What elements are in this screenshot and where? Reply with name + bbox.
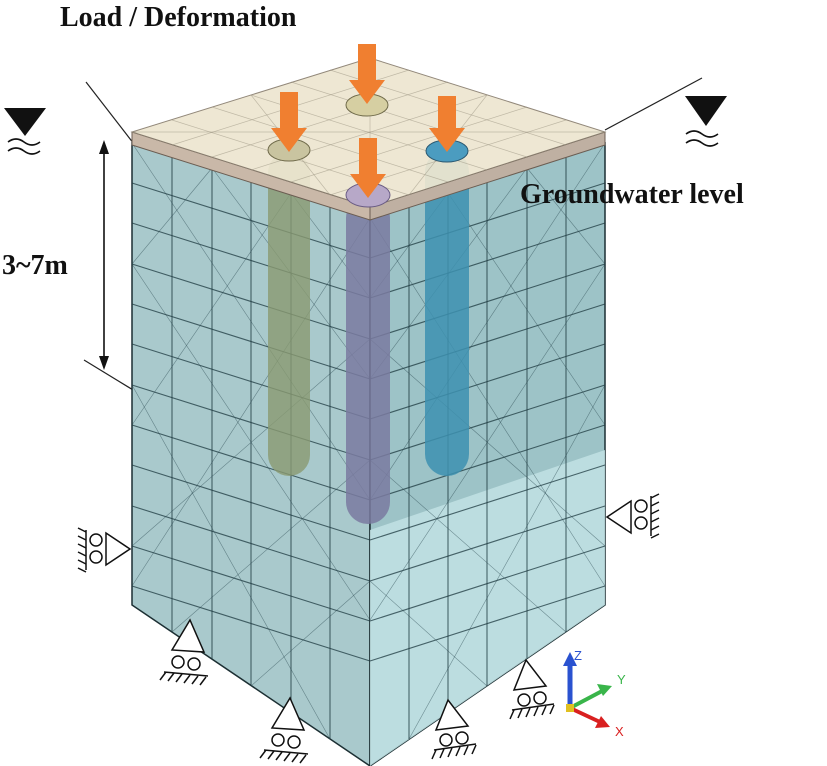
axis-z-label: Z: [574, 648, 582, 663]
load-arrow-icon: [350, 138, 386, 198]
roller-support-icon: [605, 493, 660, 539]
load-arrows: [271, 44, 465, 198]
roller-support-icon: [77, 527, 132, 573]
side-face-diagonals: [369, 142, 606, 740]
piles: [268, 150, 469, 524]
roller-support-icon: [259, 696, 309, 764]
load-arrow-icon: [349, 44, 385, 104]
load-arrow-icon: [429, 96, 465, 152]
load-deformation-label: Load / Deformation: [60, 2, 297, 33]
roller-support-icon: [159, 618, 209, 686]
pile-green: [268, 152, 310, 476]
roller-support-icon: [509, 658, 555, 720]
water-level-triangle-icon: [685, 96, 727, 147]
depth-dimension-arrow: [99, 140, 109, 370]
depth-range-label: 3~7m: [2, 250, 68, 281]
axis-triad-icon: Z Y X: [563, 648, 626, 739]
pile-purple: [346, 196, 390, 524]
axis-y-label: Y: [617, 672, 626, 687]
pile-blue: [425, 150, 469, 476]
groundwater-level-label: Groundwater level: [520, 179, 744, 210]
load-arrow-icon: [271, 92, 307, 152]
axis-x-label: X: [615, 724, 624, 739]
roller-support-icon: [431, 698, 477, 760]
water-level-triangle-icon: [4, 108, 46, 155]
